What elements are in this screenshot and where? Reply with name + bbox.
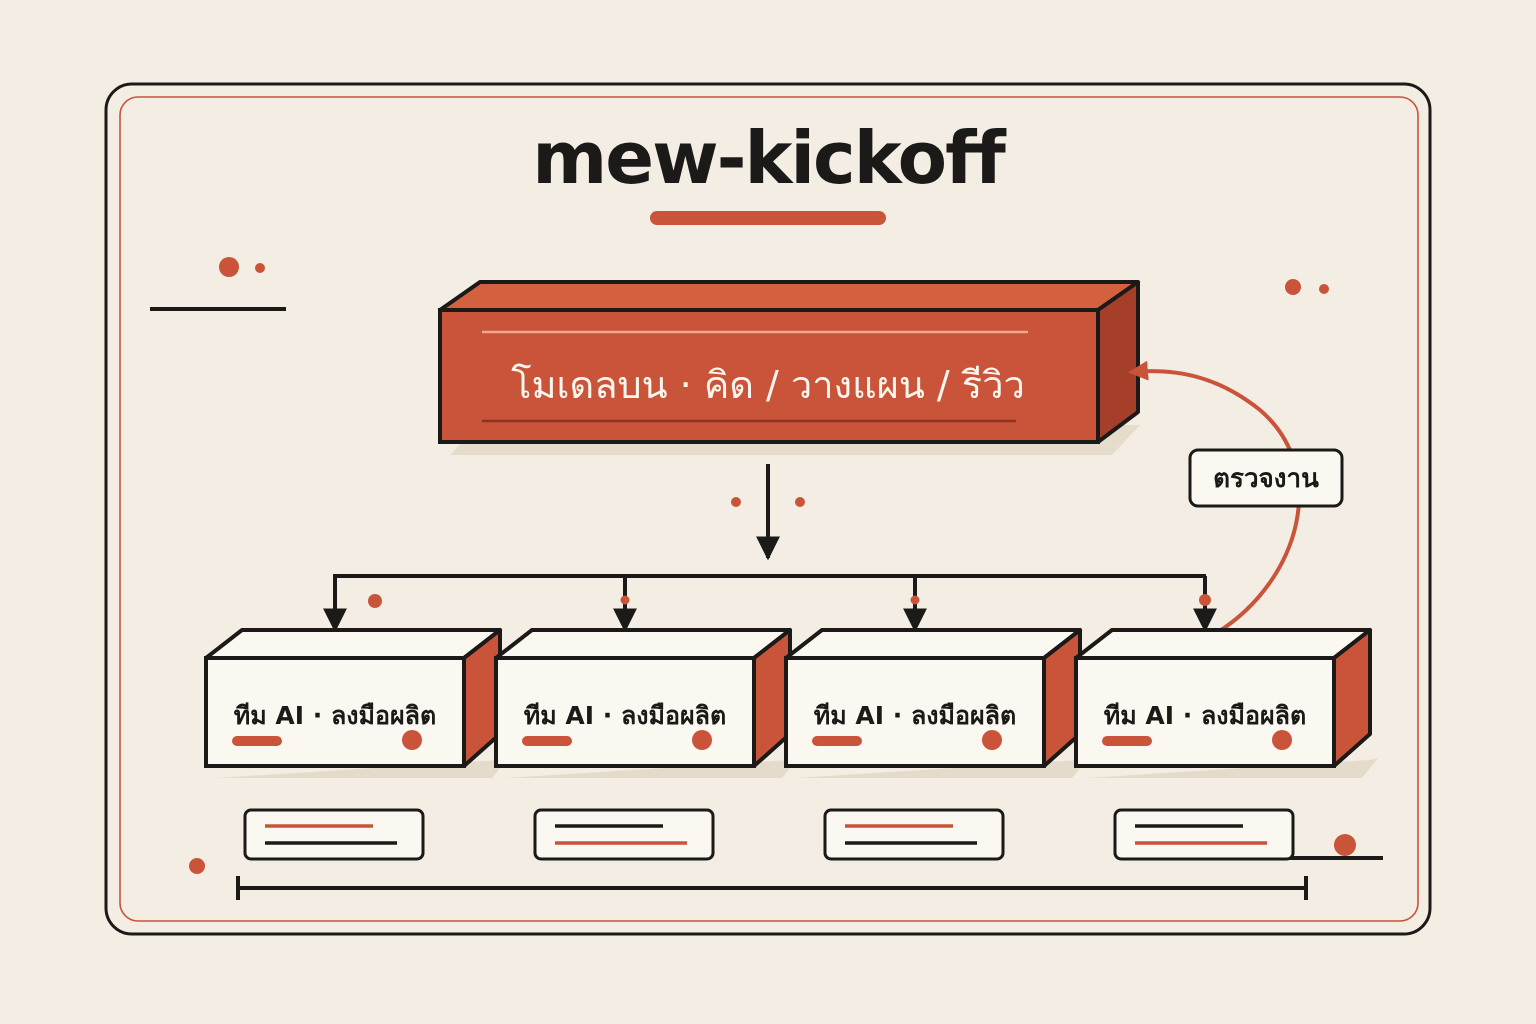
team-label: ทีม AI · ลงมือผลิต	[234, 701, 436, 730]
team-label: ทีม AI · ลงมือผลิต	[814, 701, 1016, 730]
decoration-top-left	[150, 257, 286, 311]
review-feedback-arrow	[1128, 360, 1302, 634]
team-accent-dot	[1272, 730, 1292, 750]
decoration-top-right	[1285, 279, 1329, 295]
team-accent-bar	[1102, 736, 1152, 746]
team-boxes: ทีม AI · ลงมือผลิต ทีม AI · ลงมือผลิต ทีม …	[204, 628, 1378, 778]
team-accent-bar	[232, 736, 282, 746]
output-card	[1113, 808, 1295, 861]
top-block-label: โมเดลบน · คิด / วางแผน / รีวิว	[511, 363, 1025, 407]
review-label: ตรวจงาน	[1213, 464, 1319, 494]
team-box: ทีม AI · ลงมือผลิต	[784, 628, 1088, 778]
outer-frame	[104, 82, 1432, 936]
output-card	[533, 808, 715, 861]
review-badge: ตรวจงาน	[1188, 448, 1344, 508]
team-label: ทีม AI · ลงมือผลิต	[1104, 701, 1306, 730]
team-box: ทีม AI · ลงมือผลิต	[204, 628, 508, 778]
team-accent-dot	[692, 730, 712, 750]
output-card	[823, 808, 1005, 861]
team-accent-dot	[982, 730, 1002, 750]
team-box: ทีม AI · ลงมือผลิต	[494, 628, 798, 778]
distribution-bus	[323, 574, 1217, 633]
bottom-timeline	[236, 876, 1308, 900]
decoration-bottom	[189, 834, 1383, 874]
team-box: ทีม AI · ลงมือผลิต	[1074, 628, 1378, 778]
diagram-title: mew-kickoff	[532, 116, 1006, 200]
team-accent-bar	[812, 736, 862, 746]
team-accent-dot	[402, 730, 422, 750]
output-card	[243, 808, 425, 861]
title-underline	[650, 211, 886, 225]
team-label: ทีม AI · ลงมือผลิต	[524, 701, 726, 730]
top-model-block: โมเดลบน · คิด / วางแผน / รีวิว	[438, 280, 1140, 455]
output-cards	[243, 808, 1295, 861]
team-accent-bar	[522, 736, 572, 746]
decoration-middle	[368, 497, 805, 608]
